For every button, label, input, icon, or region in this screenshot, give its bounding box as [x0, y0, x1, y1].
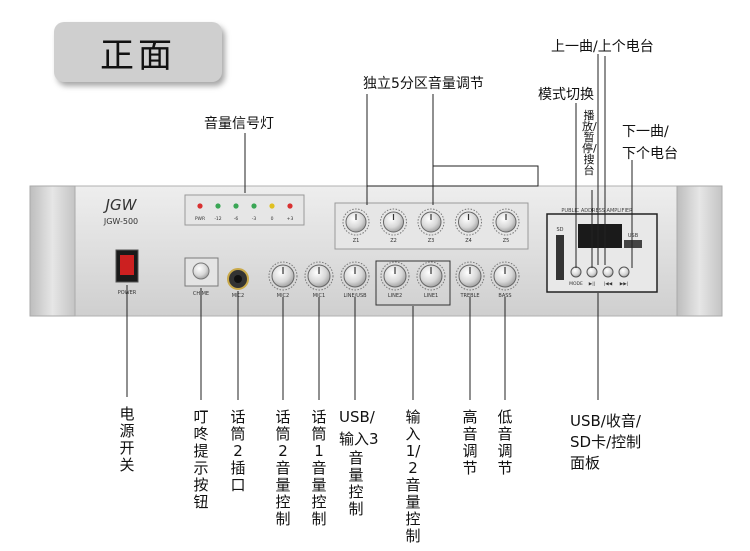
zone-knob-3[interactable]: Z3	[417, 208, 445, 244]
label-power: 电源开关	[119, 405, 135, 474]
usb-text: USB	[628, 233, 639, 239]
label-prev: 上一曲/上个电台	[551, 39, 654, 55]
knob-line-usb[interactable]: LINE/USB	[340, 261, 370, 299]
knob-line2[interactable]: LINE2	[380, 261, 410, 299]
knob-line1-label: LINE1	[424, 293, 438, 299]
label-module-1: USB/收音/	[570, 412, 641, 430]
label-module-3: 面板	[570, 454, 601, 472]
led-2: -6	[233, 203, 239, 222]
zone-knob-1-label: Z1	[353, 238, 360, 244]
zone-knob-2-label: Z2	[390, 238, 397, 244]
knob-mic2[interactable]: MIC2	[268, 261, 298, 299]
module-button-2[interactable]: |◀◀	[602, 266, 614, 287]
label-mic2-jack: 话筒2插口	[230, 408, 246, 494]
label-usb-input3-1: USB/	[339, 408, 375, 426]
svg-text:-3: -3	[252, 216, 257, 222]
face-label: 正面	[54, 22, 222, 82]
zone-knob-4-label: Z4	[465, 238, 472, 244]
label-signal-led: 音量信号灯	[204, 116, 274, 132]
module-button-3[interactable]: ▶▶|	[618, 266, 630, 287]
zone-knob-5-label: Z5	[503, 238, 510, 244]
knob-treble-label: TREBLE	[459, 293, 479, 299]
svg-text:▶||: ▶||	[589, 281, 596, 287]
sd-slot	[556, 235, 564, 280]
label-play: 播放/暂停/搜台	[582, 109, 597, 177]
led-0: PWR	[195, 203, 205, 222]
module-title: PUBLIC ADDRESS AMPLIFIER	[561, 208, 633, 214]
svg-text:MODE: MODE	[569, 281, 583, 287]
svg-text:+3: +3	[287, 216, 294, 222]
label-mode: 模式切换	[538, 87, 594, 103]
knob-line1[interactable]: LINE1	[416, 261, 446, 299]
led-3: -3	[251, 203, 257, 222]
label-input12-volume: 输入1/2音量控制	[405, 408, 421, 545]
label-usb-input3-volume: 音量控制	[348, 449, 364, 518]
label-next-2: 下个电台	[622, 146, 678, 162]
knob-line-usb-label: LINE/USB	[343, 293, 367, 299]
led-5: +3	[287, 203, 294, 222]
label-treble: 高音调节	[462, 408, 478, 477]
zone-knob-4[interactable]: Z4	[455, 208, 482, 244]
zone-knob-1[interactable]: Z1	[342, 208, 370, 244]
label-module-2: SD卡/控制	[570, 433, 642, 451]
sd-text: SD	[556, 227, 563, 233]
led-strip	[184, 194, 305, 226]
led-4: 0	[269, 203, 275, 222]
brand-logo: JGW	[103, 196, 138, 214]
label-bass: 低音调节	[497, 408, 513, 477]
lcd-display	[578, 224, 622, 248]
svg-text:PWR: PWR	[195, 216, 205, 222]
zone-knob-2[interactable]: Z2	[380, 208, 407, 244]
label-next-1: 下一曲/	[622, 124, 669, 140]
zone-knob-5[interactable]: Z5	[492, 208, 520, 244]
knob-bass-label: BASS	[498, 293, 511, 299]
label-mic1-volume: 话筒1音量控制	[311, 408, 327, 528]
label-chime: 叮咚提示按钮	[193, 408, 209, 511]
usb-port	[624, 240, 642, 248]
knob-mic1[interactable]: MIC1	[304, 261, 334, 299]
label-usb-input3-2: 输入3	[339, 430, 379, 448]
knob-mic1-label: MIC1	[313, 293, 325, 299]
knob-line2-label: LINE2	[388, 293, 402, 299]
label-mic2-volume: 话筒2音量控制	[275, 408, 291, 528]
svg-text:-12: -12	[214, 216, 221, 222]
label-zone-volume: 独立5分区音量调节	[363, 76, 484, 92]
svg-text:0: 0	[271, 216, 274, 222]
knob-treble[interactable]: TREBLE	[455, 261, 485, 299]
knob-bass[interactable]: BASS	[490, 261, 520, 299]
svg-text:-6: -6	[234, 216, 239, 222]
zone-knob-3-label: Z3	[428, 238, 435, 244]
svg-text:|◀◀: |◀◀	[604, 281, 613, 287]
led-1: -12	[214, 203, 222, 222]
svg-text:▶▶|: ▶▶|	[620, 281, 628, 287]
brand-model: JGW-500	[103, 217, 138, 226]
knob-mic2-label: MIC2	[277, 293, 289, 299]
